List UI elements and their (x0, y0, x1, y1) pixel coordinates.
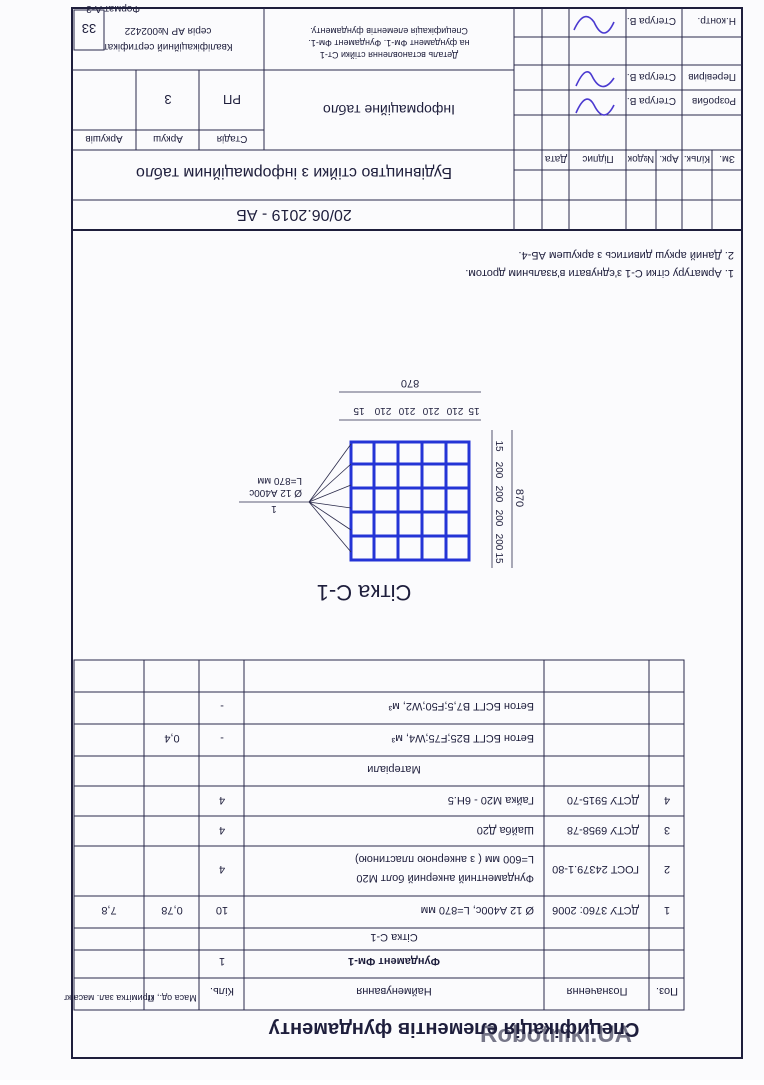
sheets-label: Аркушів (85, 133, 122, 144)
project-title: Будівництво стійки з інформаційним табло (136, 164, 452, 181)
spec-row-4-pos: 3 (664, 824, 670, 836)
spec-row-5-name: Гайка М20 - 6Н.5 (448, 794, 534, 806)
note-1: 1. Арматуру сітки С-1 з'єднувати в'язаль… (465, 267, 734, 279)
spec-row-3-qty: 4 (219, 863, 225, 875)
stage-label: Стадія (217, 133, 248, 144)
spec-row-8-name: Бетон БСГТ В7,5;F50;W2, м³ (388, 700, 534, 712)
spec-row-5-qty: 4 (219, 794, 225, 806)
sheet-title-1: Деталь встановлення стійки Ст-1 (320, 50, 458, 60)
hdim-4: 210 (374, 405, 391, 416)
leader: 1 Ø 12 А400с L=870 мм (239, 443, 352, 553)
hdim-0: 15 (468, 405, 480, 416)
spec-row-2-note: 7,8 (101, 904, 116, 916)
col-mass: Маса од., кг (147, 993, 197, 1003)
sheet-value: 3 (164, 92, 171, 107)
vdim-5: 15 (493, 440, 504, 452)
stage-value: РП (223, 92, 241, 107)
spec-row-2-code: ДСТУ 3760: 2006 (552, 904, 639, 916)
spec-row-7-mass: 0,4 (164, 732, 179, 744)
hdim-3: 210 (398, 405, 415, 416)
hdim-total: 870 (401, 377, 419, 389)
col-qty: Кіль. (210, 985, 234, 997)
signature-3 (573, 15, 615, 34)
spec-row-3-pos: 2 (664, 863, 670, 875)
spec-row-8-qty: - (220, 700, 224, 712)
spec-row-2-mass: 0,78 (161, 904, 182, 916)
spec-title: Специфікація елементів фундаменту (268, 1018, 640, 1040)
spec-row-3-code: ГОСТ 24379.1-80 (552, 863, 639, 875)
role-4-name: Стегура В. (627, 15, 676, 26)
leader-pos: 1 (271, 503, 277, 514)
page-number: 33 (82, 21, 96, 36)
hdim-5: 15 (353, 405, 365, 416)
spec-row-5-pos: 4 (664, 794, 670, 806)
hdim-2: 210 (422, 405, 439, 416)
role-4: Н.контр. (698, 15, 737, 26)
rev-col-sign: Підпис (582, 153, 613, 164)
spec-row-6-name: Матеріали (367, 763, 420, 775)
col-note: Примітка зал. маса кг (63, 993, 154, 1003)
sheet-title-3: Специфікація елементів фундаменту. (310, 26, 468, 36)
spec-row-5-code: ДСТУ 5915-70 (567, 794, 639, 806)
leader-bar: Ø 12 А400с (249, 487, 302, 498)
watermark: Robotniki.UA (480, 1021, 632, 1048)
leader-length: L=870 мм (257, 475, 302, 486)
vdim-4: 200 (493, 462, 504, 479)
sheet-title-2: на фундамент Фм-1. Фундамент Фм-1. (308, 38, 469, 48)
mesh-drawing: Сітка С-1 1 (239, 377, 525, 605)
vdim-3: 200 (493, 486, 504, 503)
mesh-grid (349, 440, 471, 562)
title-block: 20/06.2019 - АБ Будівництво стійки з інф… (71, 7, 743, 231)
note-2: 2. Даний аркуш дивитись з аркушем АБ-4. (518, 249, 734, 261)
horizontal-dimensions: 15 210 210 210 210 15 870 (339, 377, 481, 421)
cert-line-1: Кваліфікаційний сертифікат (103, 41, 233, 53)
rev-col-zm: Зм. (719, 153, 735, 164)
vdim-2: 200 (493, 510, 504, 527)
spec-row-0-qty: 1 (219, 955, 225, 967)
role-1: Розробив (692, 95, 736, 107)
vdim-total: 870 (513, 489, 525, 507)
spec-row-7-name: Бетон БСГТ В25;F75;W4, м³ (391, 732, 534, 744)
cert-line-2: серія АР №002422 (124, 25, 211, 36)
role-1-name: Стегура В. (627, 95, 676, 106)
hdim-1: 210 (446, 405, 463, 416)
rev-col-date: Дата (544, 153, 567, 164)
spec-row-4-code: ДСТУ 6958-78 (567, 824, 639, 836)
specification-table: Специфікація елементів фундаменту Поз. П… (63, 659, 685, 1040)
spec-row-2-name: Ø 12 А400с, L=870 мм (421, 904, 534, 916)
spec-row-7-qty: - (220, 732, 224, 744)
spec-row-4-name: Шайба Д20 (477, 824, 534, 836)
spec-row-1-name: Сітка С-1 (370, 931, 417, 943)
spec-row-0-name: Фундамент Фм-1 (348, 955, 440, 967)
spec-row-2-qty: 10 (216, 904, 228, 916)
rev-col-ark: Арк. (659, 153, 678, 164)
signature-2 (575, 70, 615, 88)
vdim-0: 15 (493, 552, 504, 564)
spec-row-3-name: Фундаментний анкерний болт М20 (356, 872, 534, 884)
signature-1 (575, 98, 615, 116)
project-code: 20/06.2019 - АБ (236, 206, 351, 223)
spec-row-3-name2: L=600 мм ( з анкерною пластиною) (355, 853, 534, 865)
vertical-dimensions: 15 200 200 200 200 15 870 (491, 430, 525, 568)
rev-col-doc: №док (627, 153, 654, 164)
role-2: Перевірив (688, 71, 736, 82)
col-code: Позначення (567, 985, 628, 997)
spec-row-4-qty: 4 (219, 824, 225, 836)
rev-col-kilk: Кільк. (684, 153, 710, 164)
sheet-label: Аркуш (153, 133, 183, 144)
drawing-title: Сітка С-1 (317, 580, 412, 605)
object-title: Інформаційне табло (323, 102, 455, 118)
page-number-box (73, 9, 105, 51)
format-marker: Формат А-3 (86, 3, 140, 14)
col-name: Найменування (356, 985, 431, 997)
vdim-1: 200 (493, 534, 504, 551)
notes: 1. Арматуру сітки С-1 з'єднувати в'язаль… (465, 249, 734, 279)
spec-row-2-pos: 1 (664, 904, 670, 916)
role-2-name: Стегура В. (627, 71, 676, 82)
col-pos: Поз. (656, 985, 678, 997)
